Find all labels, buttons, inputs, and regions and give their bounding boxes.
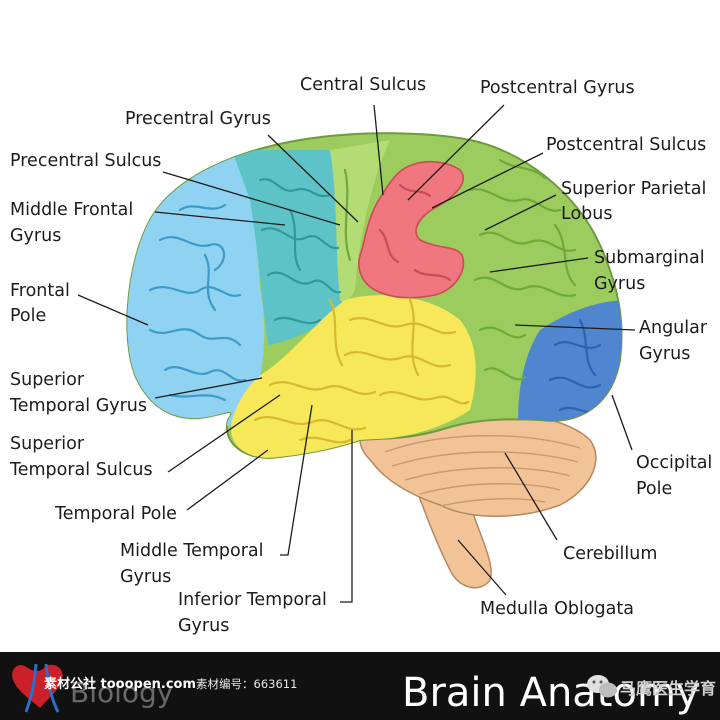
leader-middle-temporal	[280, 404, 313, 556]
footer-bar: Biology 素材公社 tooopen.com 素材编号：663611 Bra…	[0, 652, 720, 720]
label-inferior-temporal-2: Gyrus	[178, 616, 229, 636]
label-central-sulcus: Central Sulcus	[300, 75, 426, 95]
leader-temporal-pole	[186, 449, 269, 511]
label-frontal-pole-2: Pole	[10, 306, 46, 326]
footer-code: 素材编号：663611	[196, 677, 297, 691]
leader-middle-frontal	[154, 211, 286, 226]
heart-logo-icon	[12, 663, 63, 713]
wechat-icon	[587, 675, 617, 698]
label-middle-temporal-2: Gyrus	[120, 567, 171, 587]
label-submarginal-1: Submarginal	[594, 248, 705, 268]
postcentral-region	[358, 160, 465, 299]
label-superior-parietal-1: Superior Parietal	[561, 179, 706, 199]
label-postcentral-gyrus: Postcentral Gyrus	[480, 78, 635, 98]
label-sup-temporal-gyrus-2: Temporal Gyrus	[9, 396, 147, 416]
label-middle-temporal-1: Middle Temporal	[120, 541, 264, 561]
label-angular-2: Gyrus	[639, 344, 690, 364]
label-occipital-2: Pole	[636, 479, 672, 499]
label-postcentral-sulcus: Postcentral Sulcus	[546, 135, 706, 155]
label-sup-temporal-gyrus-1: Superior	[10, 370, 85, 390]
label-superior-parietal-2: Lobus	[561, 204, 612, 224]
label-cerebellum: Cerebillum	[563, 544, 657, 564]
leader-submarginal	[489, 257, 589, 273]
label-precentral-sulcus: Precentral Sulcus	[10, 151, 161, 171]
leader-occipital	[611, 394, 633, 451]
leader-superior-parietal	[484, 194, 557, 231]
labels: Central Sulcus Postcentral Gyrus Precent…	[9, 75, 712, 636]
leader-precentral-sulcus	[162, 171, 341, 226]
leader-lines	[77, 104, 636, 603]
footer-site: 素材公社 tooopen.com	[44, 676, 196, 692]
leader-postcentral-sulcus	[431, 152, 544, 209]
label-temporal-pole: Temporal Pole	[54, 504, 177, 524]
label-frontal-pole-1: Frontal	[10, 281, 70, 301]
leader-sup-temporal-gyrus	[154, 377, 263, 399]
leader-cerebellum	[504, 452, 558, 541]
postcentral-gyri	[378, 183, 452, 282]
label-sup-temporal-sulcus-2: Temporal Sulcus	[9, 460, 153, 480]
footer-account: 马鹰医生学育	[620, 679, 716, 698]
leader-postcentral-gyrus	[407, 104, 505, 201]
leader-inferior-temporal	[340, 430, 353, 603]
middle-frontal-region	[232, 150, 345, 345]
label-angular-1: Angular	[639, 318, 708, 338]
leader-frontal-pole	[77, 294, 149, 326]
leader-precentral-gyrus	[267, 134, 359, 223]
label-occipital-1: Occipital	[636, 453, 712, 473]
label-inferior-temporal-1: Inferior Temporal	[178, 590, 327, 610]
label-middle-frontal-2: Gyrus	[10, 226, 61, 246]
leader-angular	[514, 324, 636, 331]
leader-medulla	[457, 539, 507, 596]
leader-sup-temporal-sulcus	[167, 394, 281, 473]
cerebellum-folia	[384, 434, 581, 507]
footer-title: Brain Anatomy	[402, 670, 700, 716]
label-precentral-gyrus: Precentral Gyrus	[125, 109, 271, 129]
label-submarginal-2: Gyrus	[594, 274, 645, 294]
footer-biology: Biology	[70, 676, 173, 709]
label-sup-temporal-sulcus-1: Superior	[10, 434, 85, 454]
temporal-region	[231, 295, 476, 458]
leader-central-sulcus	[373, 104, 384, 196]
label-medulla: Medulla Oblogata	[480, 599, 634, 619]
label-middle-frontal-1: Middle Frontal	[10, 200, 133, 220]
precentral-region	[330, 140, 390, 302]
